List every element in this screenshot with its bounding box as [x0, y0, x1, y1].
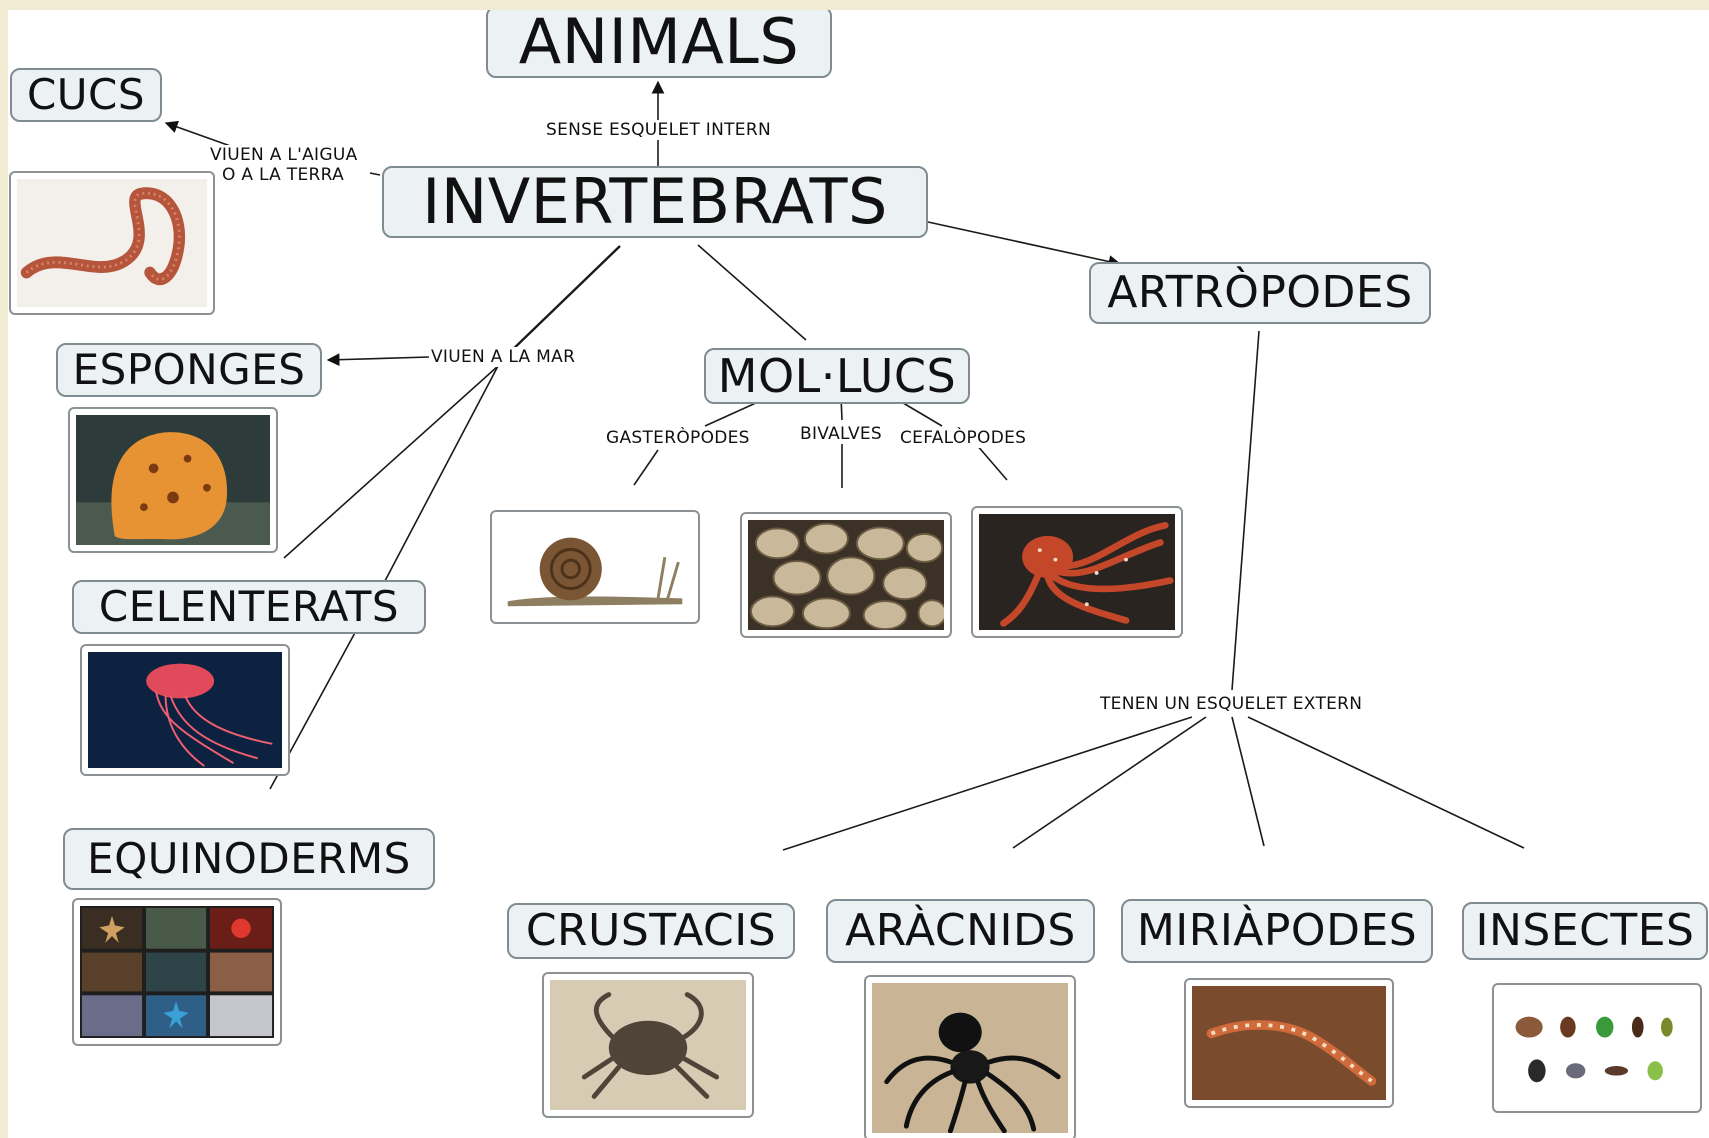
concept-esponges[interactable]: ESPONGES — [56, 343, 322, 397]
echinoderms-icon — [80, 906, 274, 1038]
link-gasteropodes-photo — [634, 450, 658, 485]
concept-invertebrats[interactable]: INVERTEBRATS — [382, 166, 928, 238]
concept-insectes[interactable]: INSECTES — [1462, 902, 1708, 960]
concept-artropodes[interactable]: ARTRÒPODES — [1089, 262, 1431, 324]
link-label-esquelet-extern: TENEN UN ESQUELET EXTERN — [1098, 694, 1364, 714]
link-esquelet-crustacis — [783, 717, 1192, 850]
link-esquelet-aracnids — [1013, 717, 1206, 848]
echinoderms-collage — [72, 898, 282, 1046]
link-label-viuen-aigua-line1: VIUEN A L'AIGUA — [208, 145, 360, 165]
link-label-gasteropodes: GASTERÒPODES — [604, 428, 752, 448]
clams-icon — [748, 520, 944, 630]
octopus-icon — [979, 514, 1175, 630]
worm-icon — [17, 179, 207, 307]
link-invertebrats-artropodes — [928, 222, 1120, 264]
concept-aracnids[interactable]: ARÀCNIDS — [826, 899, 1095, 963]
jellyfish-photo — [80, 644, 290, 776]
link-esquelet-insectes — [1248, 717, 1524, 848]
link-esquelet-miriapodes — [1232, 717, 1264, 846]
clams-photo — [740, 512, 952, 638]
concept-map-canvas: ANIMALS INVERTEBRATS CUCS ESPONGES CELEN… — [8, 10, 1709, 1138]
jellyfish-icon — [88, 652, 282, 768]
concept-miriapodes[interactable]: MIRIÀPODES — [1121, 899, 1433, 963]
snail-photo — [490, 510, 700, 624]
insects-icon — [1500, 991, 1694, 1105]
link-label-bivalves: BIVALVES — [798, 424, 884, 444]
spider-photo — [864, 975, 1076, 1138]
link-label-cefalopodes: CEFALÒPODES — [898, 428, 1028, 448]
concept-cucs[interactable]: CUCS — [10, 68, 162, 122]
link-invertebrats-molluscs — [698, 245, 806, 340]
spider-icon — [872, 983, 1068, 1133]
crab-icon — [550, 980, 746, 1110]
snail-icon — [498, 518, 692, 616]
sponge-icon — [76, 415, 270, 545]
link-mar-esponges — [328, 357, 429, 360]
concept-equinoderms[interactable]: EQUINODERMS — [63, 828, 435, 890]
link-label-sense-esquelet: SENSE ESQUELET INTERN — [544, 120, 773, 140]
link-invertebrats-cucs-a — [370, 173, 380, 175]
worm-photo — [9, 171, 215, 315]
concept-molluscs[interactable]: MOL·LUCS — [704, 348, 970, 404]
concept-celenterats[interactable]: CELENTERATS — [72, 580, 426, 634]
octopus-photo — [971, 506, 1183, 638]
concept-animals[interactable]: ANIMALS — [486, 10, 832, 78]
link-label-viuen-aigua-line2: O A LA TERRA — [220, 165, 346, 185]
centipede-icon — [1192, 986, 1386, 1100]
link-invertebrats-mar — [508, 246, 620, 354]
crab-photo — [542, 972, 754, 1118]
insects-photo — [1492, 983, 1702, 1113]
sponge-photo — [68, 407, 278, 553]
centipede-photo — [1184, 978, 1394, 1108]
link-artropodes-esquelet — [1232, 331, 1259, 690]
link-label-viuen-mar: VIUEN A LA MAR — [429, 347, 577, 367]
concept-crustacis[interactable]: CRUSTACIS — [507, 903, 795, 959]
link-cefalopodes-photo — [976, 444, 1007, 480]
